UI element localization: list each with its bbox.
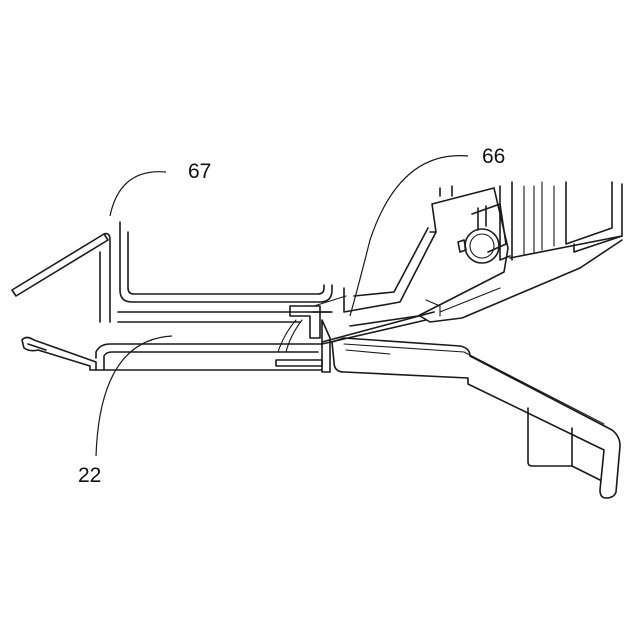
reference-label-66: 66 <box>482 145 505 168</box>
reference-label-22: 22 <box>78 464 101 487</box>
central-clip <box>276 296 346 372</box>
leader-67 <box>110 172 166 216</box>
lower-channel-22 <box>22 338 322 371</box>
upper-bracket-67 <box>12 222 332 322</box>
reference-label-67: 67 <box>188 160 211 183</box>
right-arm <box>332 338 620 498</box>
leader-66 <box>350 156 468 316</box>
leader-22 <box>96 336 172 456</box>
